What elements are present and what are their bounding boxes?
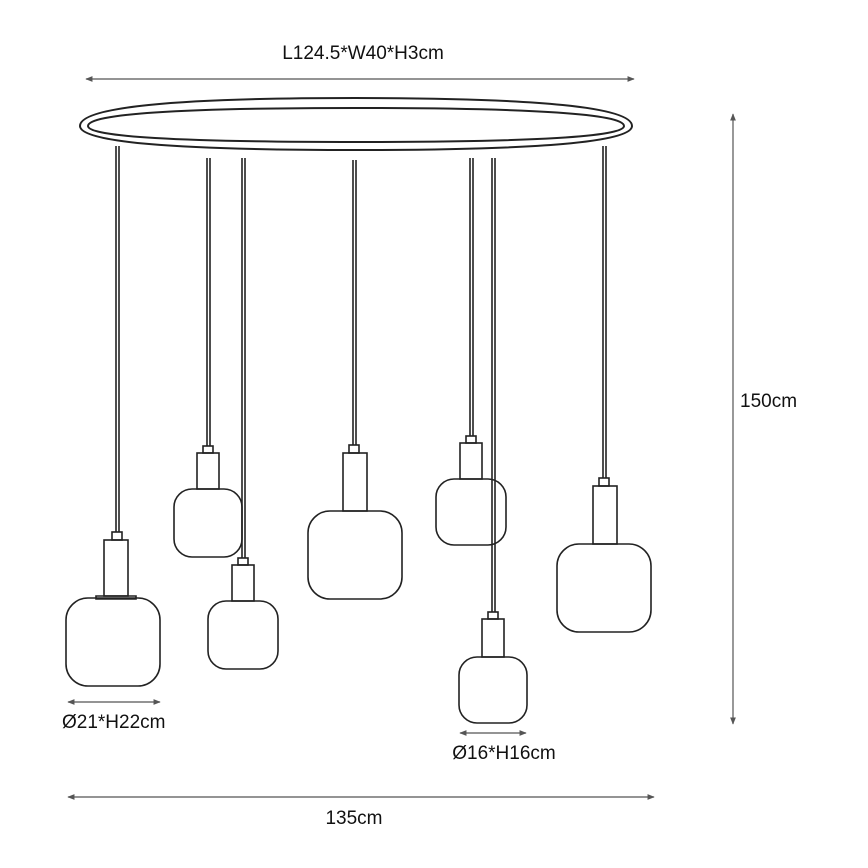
pendant-small-upper-left (173, 158, 243, 558)
ceiling-ring (78, 96, 634, 152)
height-label: 150cm (740, 391, 797, 412)
top-dimension-label: L124.5*W40*H3cm (282, 43, 444, 64)
pendant-small-lower-left (207, 158, 279, 670)
small-shade-label: Ø16*H16cm (452, 743, 556, 764)
width-label: 135cm (325, 808, 382, 829)
pendant-large-center (307, 160, 403, 600)
pendant-small-upper-right (435, 158, 507, 546)
pendant-large-left (65, 146, 161, 687)
pendant-large-right (556, 146, 652, 633)
dimension-lines (67, 76, 736, 800)
large-shade-label: Ø21*H22cm (62, 712, 166, 733)
pendant-small-lower-right (458, 158, 528, 724)
